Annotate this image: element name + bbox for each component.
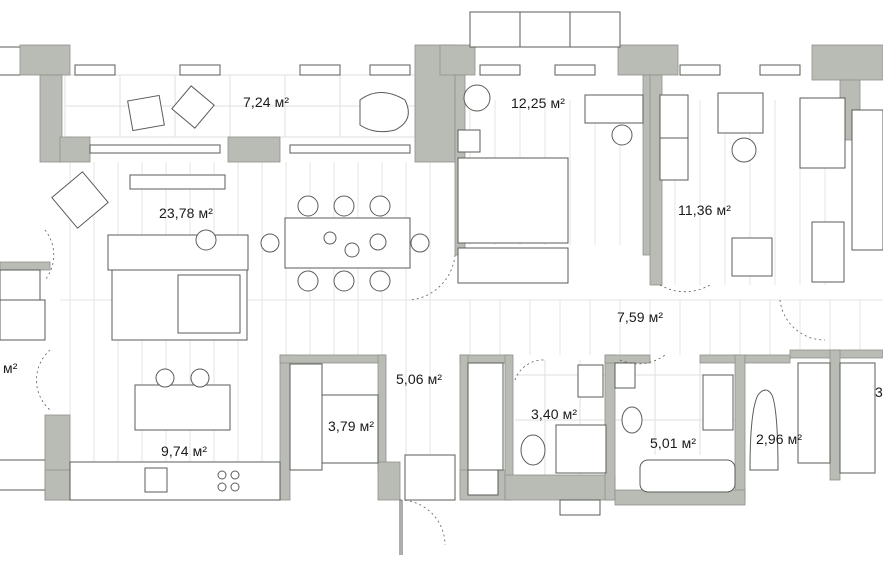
- laundry-fixtures: [749, 362, 876, 474]
- bathroom-2-fixtures: [614, 362, 736, 493]
- wardrobe-furniture: [289, 363, 379, 471]
- bedroom-1-area-label: 12,25 м²: [511, 95, 566, 111]
- living-room-area-label: 23,78 м²: [159, 205, 214, 221]
- kitchen-furniture: [0, 269, 281, 501]
- living-room-furniture: [51, 171, 430, 341]
- walls: [0, 44, 883, 506]
- windows: [0, 11, 801, 516]
- right-room-area-label: 3: [875, 384, 883, 400]
- kitchen-area-label: 9,74 м²: [161, 443, 208, 459]
- balcony-furniture: [127, 85, 409, 133]
- bedroom-1-furniture: [457, 84, 644, 284]
- left-room-area-label: м²: [3, 360, 18, 376]
- hallway-area-label: 7,59 м²: [617, 309, 664, 325]
- bathroom-1-fixtures: [520, 364, 607, 474]
- balcony-area-label: 7,24 м²: [243, 94, 290, 110]
- corridor-furniture: [404, 362, 504, 501]
- bedroom-2-area-label: 11,36 м²: [678, 202, 731, 218]
- bathroom-2-area-label: 5,01 м²: [650, 435, 697, 451]
- wardrobe-area-label: 3,79 м²: [328, 418, 375, 434]
- bathroom-1-area-label: 3,40 м²: [531, 406, 578, 422]
- laundry-area-label: 2,96 м²: [756, 431, 803, 447]
- entrance-door: [399, 500, 403, 555]
- bedroom-2-furniture: [659, 92, 883, 283]
- corridor-area-label: 5,06 м²: [396, 371, 443, 387]
- doors: [36, 229, 826, 546]
